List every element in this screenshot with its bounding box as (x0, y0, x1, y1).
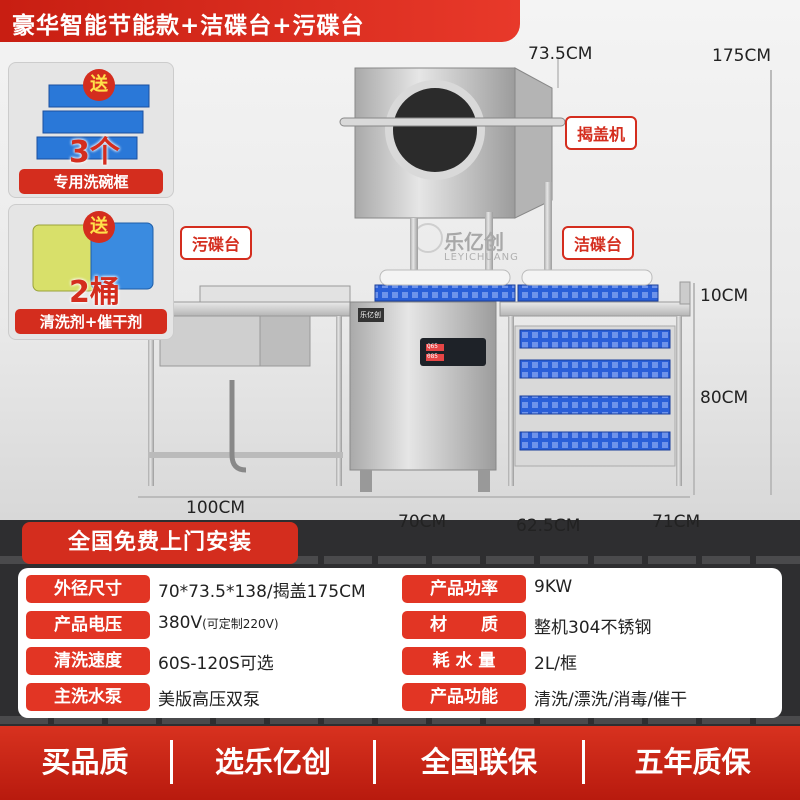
panel-logo: 乐亿创 (360, 311, 381, 319)
dishwasher-illustration (138, 58, 691, 498)
spec-label: 清洗速度 (26, 647, 150, 675)
spec-value: 70*73.5*138/揭盖175CM (158, 582, 366, 602)
panel-display-bottom: 085 (427, 353, 438, 360)
gift-count: 3个 (69, 135, 120, 170)
dim-body-height: 80CM (700, 388, 749, 408)
spec-value: 9KW (534, 577, 573, 597)
dim-dirty-table-length: 100CM (186, 498, 245, 518)
wash-chamber (349, 301, 497, 492)
hood-unit (339, 67, 566, 280)
spec-label: 产品功能 (402, 683, 526, 711)
slogan-divider (373, 740, 376, 784)
gift-detergent-card: 送 2桶 清洗剂+催干剂 (8, 204, 174, 340)
spec-label: 产品电压 (26, 611, 150, 639)
title-banner: 豪华智能节能款+洁碟台+污碟台 (0, 0, 520, 42)
gift-tag: 送 (83, 69, 115, 101)
gift-tag: 送 (83, 211, 115, 243)
install-banner: 全国免费上门安装 (22, 522, 298, 564)
dim-depth: 71CM (652, 512, 701, 532)
top-racks (374, 269, 659, 302)
spec-label: 材 质 (402, 611, 526, 639)
page-title: 豪华智能节能款+洁碟台+污碟台 (12, 13, 365, 39)
panel-display-top: Q65 (427, 343, 438, 350)
spec-value: 380V(可定制220V) (158, 613, 279, 633)
dim-machine-width: 70CM (398, 512, 447, 532)
height-guide (770, 70, 772, 495)
spec-label: 主洗水泵 (26, 683, 150, 711)
callout-dirty-table: 污碟台 (180, 226, 253, 260)
spec-label: 外径尺寸 (26, 575, 150, 603)
spec-value-note: (可定制220V) (202, 617, 279, 631)
slogan-quality: 买品质 (41, 745, 129, 779)
deco-stripe (0, 556, 800, 564)
dirty-dish-table (148, 285, 351, 486)
slogan-warranty-years: 五年质保 (634, 745, 751, 779)
spec-value: 2L/框 (534, 654, 578, 674)
spec-label: 产品功率 (402, 575, 526, 603)
brand-watermark (413, 223, 443, 253)
slogan-divider (582, 740, 585, 784)
callout-hood: 揭盖机 (565, 116, 638, 150)
gift-caption: 专用洗碗框 (19, 169, 163, 194)
watermark-brand-en: LEYICHUANG (444, 252, 519, 263)
dim-total-height: 175CM (712, 46, 771, 66)
spec-value: 60S-120S可选 (158, 654, 274, 674)
spec-label: 耗 水 量 (402, 647, 526, 675)
dim-hood-width: 73.5CM (528, 44, 593, 64)
clean-dish-table (499, 281, 691, 486)
gift-rack-card: 送 3个 专用洗碗框 (8, 62, 174, 198)
watermark-brand: 乐亿创 (444, 230, 504, 254)
slogan-footer: 买品质 选乐亿创 全国联保 五年质保 (0, 726, 800, 800)
spec-value: 清洗/漂洗/消毒/催干 (534, 690, 688, 710)
slogan-brand: 选乐亿创 (214, 745, 331, 779)
spec-table: 外径尺寸 70*73.5*138/揭盖175CM 产品功率 9KW 产品电压 3… (18, 568, 782, 718)
spec-value-main: 380V (158, 613, 203, 633)
dim-shelf-height: 10CM (700, 286, 749, 306)
callout-clean-table: 洁碟台 (562, 226, 635, 260)
spec-value: 美版高压双泵 (158, 690, 260, 710)
body-height-guide (693, 283, 695, 495)
spec-value: 整机304不锈钢 (534, 618, 652, 638)
deco-stripe (0, 716, 800, 724)
gift-caption: 清洗剂+催干剂 (15, 309, 167, 334)
slogan-divider (170, 740, 173, 784)
slogan-warranty-national: 全国联保 (420, 745, 537, 779)
dim-clean-table-length: 62.5CM (516, 516, 581, 536)
gift-count: 2桶 (69, 275, 120, 310)
